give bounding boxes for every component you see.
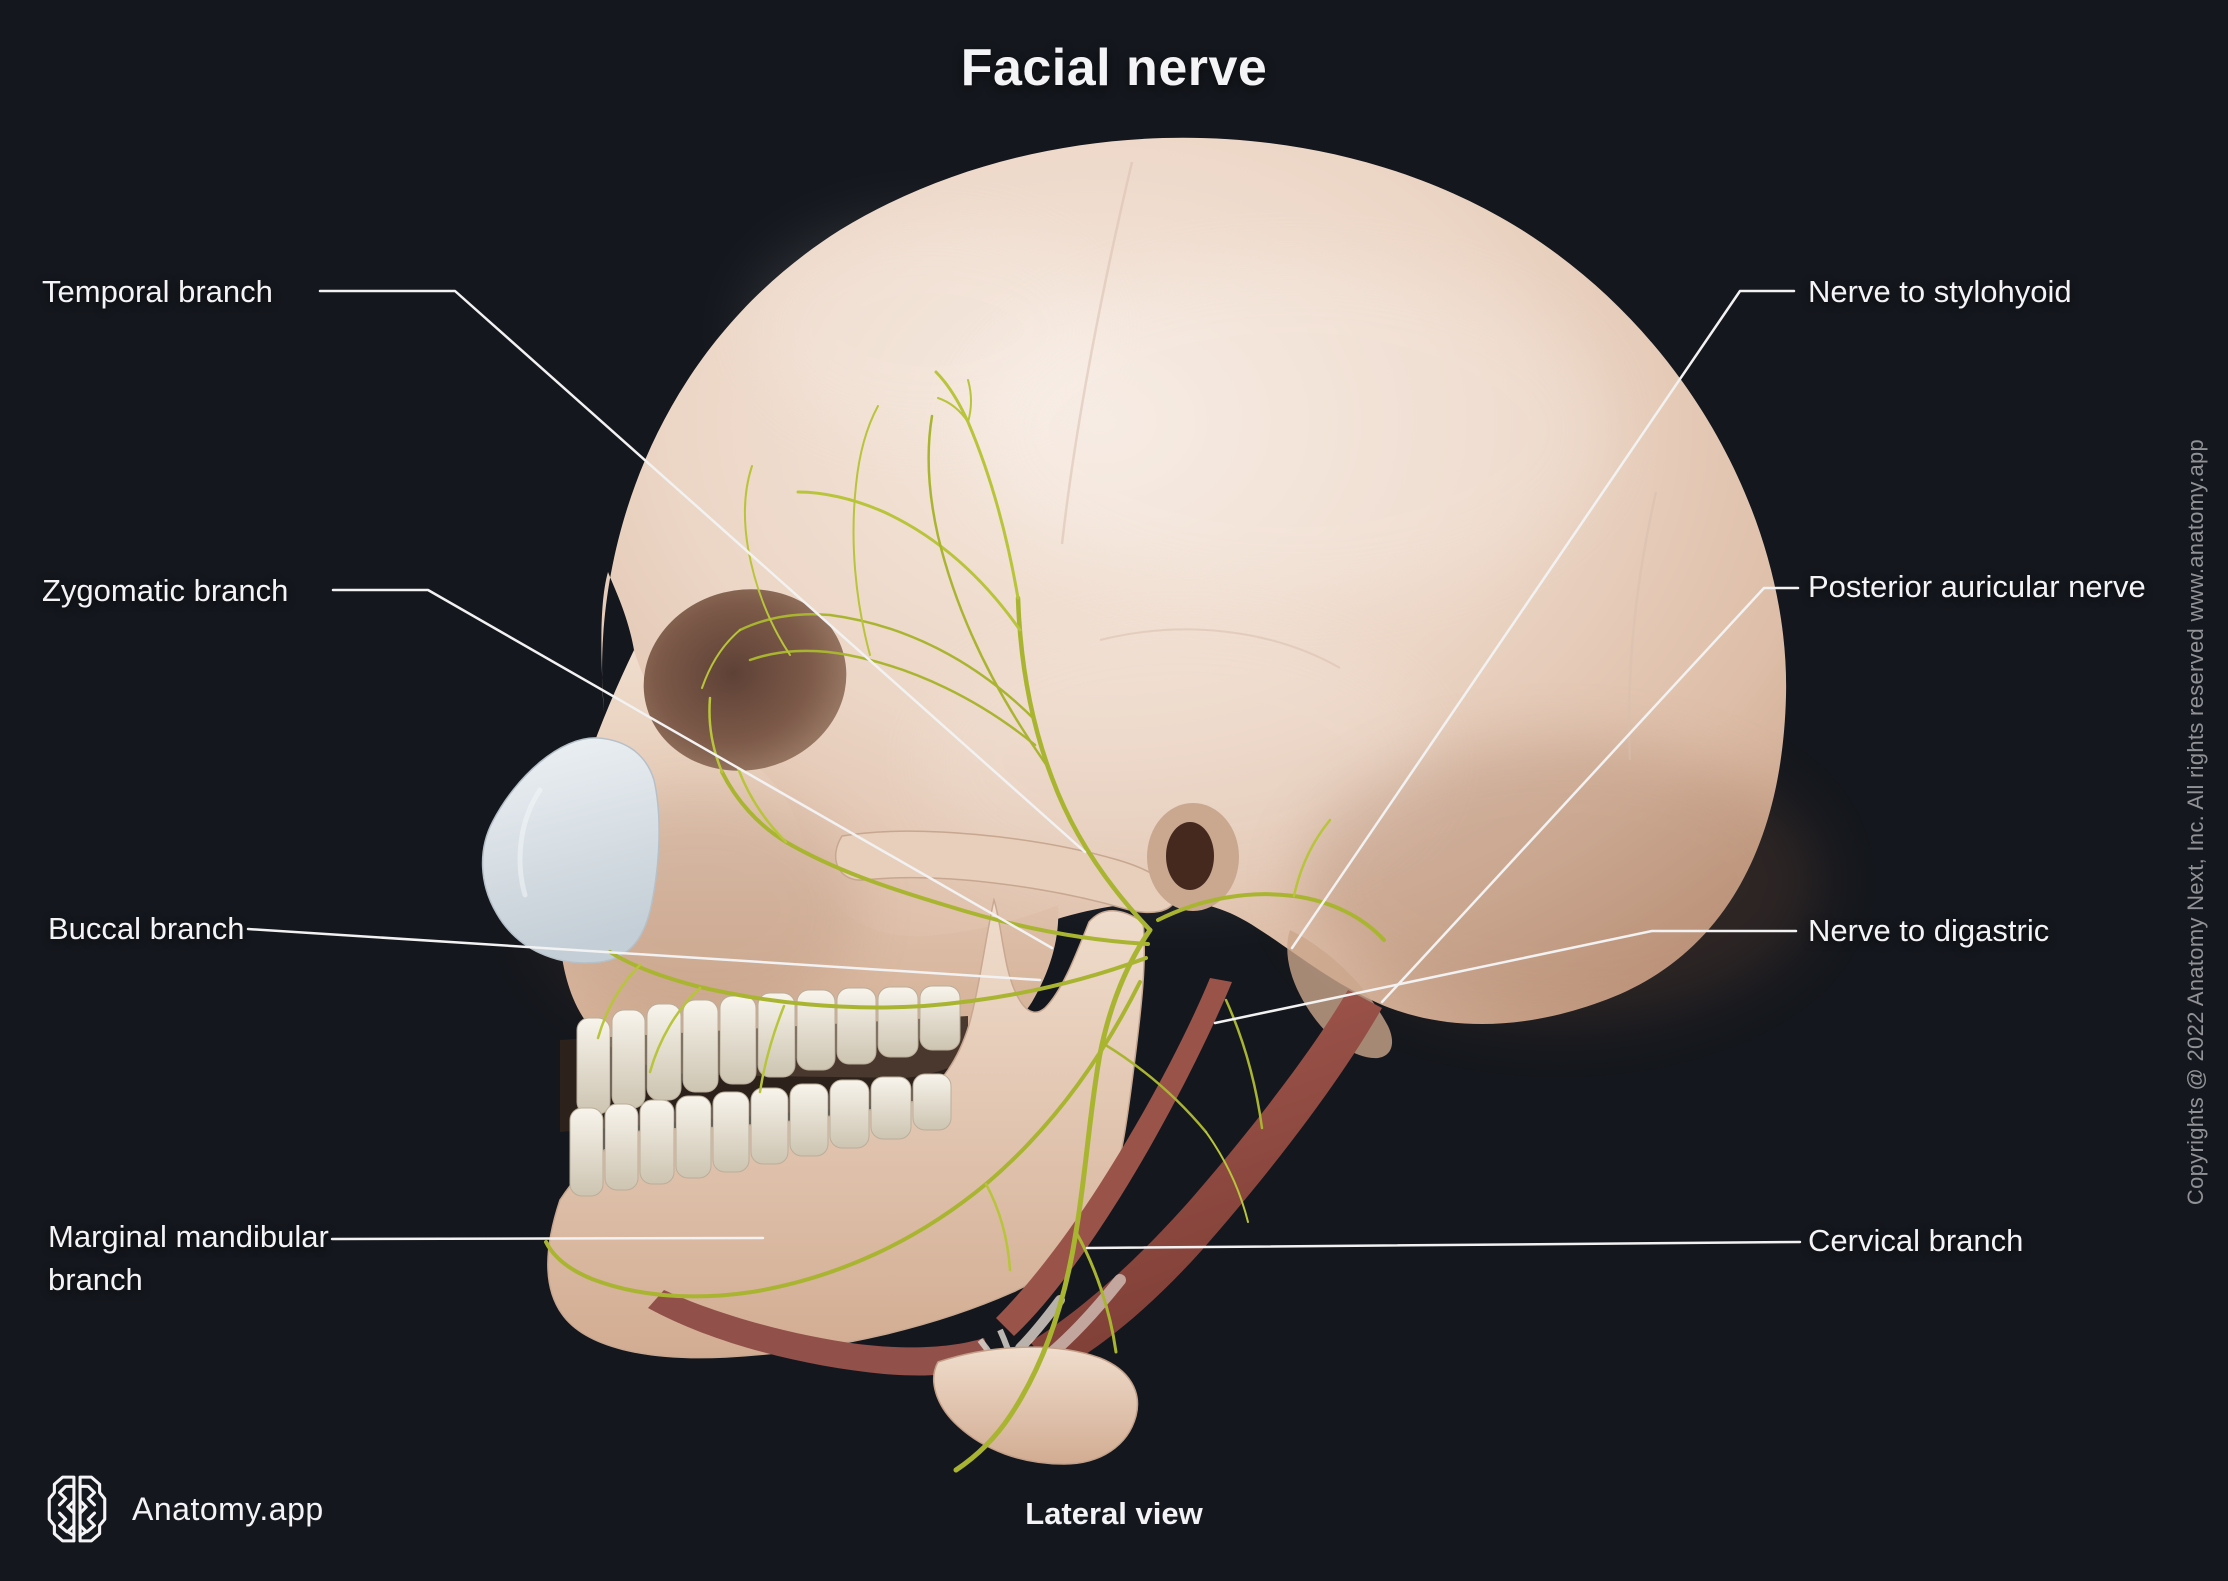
leader-line-zygomatic-branch: [331, 588, 1054, 950]
brain-icon: [47, 1475, 107, 1543]
nerve-cervical: [1074, 1230, 1118, 1354]
leader-line-posterior-auricular-nerve: [1380, 586, 1800, 1004]
copyright-text: Copyrights @ 2022 Anatomy Next, Inc. All…: [2183, 438, 2208, 1206]
leader-line-temporal-branch: [318, 289, 1087, 854]
digastric-anterior-belly: [648, 1290, 992, 1376]
leader-line-marginal-mandibular-branch: [330, 1236, 765, 1241]
orbit: [643, 589, 847, 771]
nerve-buccal: [608, 950, 1148, 1010]
nerve-zygomatic: [720, 770, 1150, 946]
hyoid-bone: [933, 1346, 1139, 1465]
label-nerve-to-stylohyoid: Nerve to stylohyoid: [1808, 274, 2072, 309]
label-posterior-auricular-nerve: Posterior auricular nerve: [1808, 569, 2146, 604]
squamosal-suture: [1099, 628, 1341, 669]
page-title: Facial nerve: [960, 39, 1268, 97]
leader-line-nerve-to-stylohyoid: [1290, 289, 1796, 950]
view-label: Lateral view: [1025, 1496, 1203, 1531]
label-temporal-branch: Temporal branch: [42, 274, 273, 309]
label-nerve-to-digastric: Nerve to digastric: [1808, 913, 2050, 948]
facial-nerve-branches: [544, 370, 1386, 1473]
leader-lines: [246, 289, 1802, 1250]
label-buccal-branch: Buccal branch: [48, 911, 245, 946]
label-cervical-branch: Cervical branch: [1808, 1223, 2024, 1258]
ear-canal: [1166, 822, 1214, 890]
nose-cartilage: [481, 737, 660, 964]
nerve-temporal: [1015, 595, 1153, 933]
lambdoid-suture: [1627, 491, 1658, 761]
coronal-suture: [1060, 161, 1134, 545]
leader-line-buccal-branch: [246, 927, 1042, 982]
leader-line-nerve-to-digastric: [1213, 929, 1798, 1025]
label-marginal-mandibular-branch: Marginal mandibular branch: [48, 1219, 329, 1297]
skull: [481, 137, 1820, 1359]
nerve-marginal-mandibular: [544, 980, 1142, 1299]
neck-muscles: [648, 978, 1382, 1465]
leader-line-cervical-branch: [1085, 1240, 1802, 1250]
logo-text: Anatomy.app: [132, 1490, 324, 1527]
label-zygomatic-branch: Zygomatic branch: [42, 573, 289, 608]
lower-teeth: [569, 1073, 952, 1197]
stylohyoid-muscle: [996, 978, 1232, 1336]
branding: Anatomy.app: [44, 1472, 324, 1546]
